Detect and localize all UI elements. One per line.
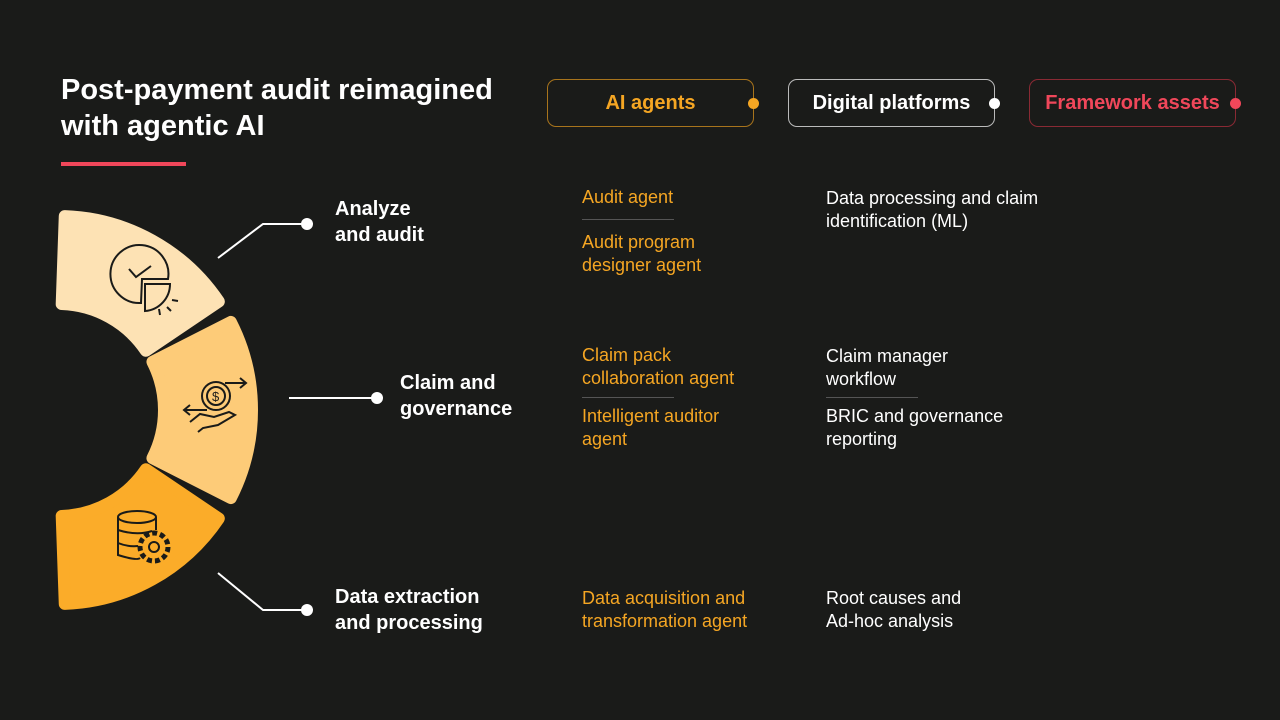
money-exchange-hand-icon: $	[182, 377, 248, 433]
connector-dot	[301, 218, 313, 230]
pie-chart-clock-icon	[109, 244, 179, 316]
stage-label-claim: Claim and governance	[400, 372, 513, 420]
connector-dot	[301, 604, 313, 616]
platform-item: Claim manager workflow	[826, 346, 949, 389]
svg-text:$: $	[212, 389, 220, 404]
legend-label: AI agents	[605, 91, 696, 114]
legend-dot	[989, 98, 1000, 109]
segment-data	[55, 463, 225, 610]
legend-framework-assets: Framework assets	[1029, 79, 1241, 127]
connector-line	[217, 223, 306, 259]
divider	[826, 397, 918, 398]
ai-agent-item: Audit agent	[582, 187, 674, 207]
platform-item: Root causes and Ad-hoc analysis	[826, 588, 962, 631]
stage-label-analyze: Analyze and audit	[335, 198, 424, 246]
ai-agent-item: Claim pack collaboration agent	[582, 345, 735, 388]
database-gear-icon	[117, 510, 171, 564]
legend-label: Framework assets	[1045, 91, 1220, 114]
title-underline	[61, 162, 186, 166]
ai-agent-item: Data acquisition and transformation agen…	[582, 588, 748, 631]
platform-item: Data processing and claim identification…	[826, 188, 1039, 231]
legend-label: Digital platforms	[812, 91, 971, 114]
divider	[582, 219, 674, 220]
platform-item: BRIC and governance reporting	[826, 406, 1004, 449]
legend-dot	[748, 98, 759, 109]
connector-line	[217, 572, 306, 611]
legend-ai-agents: AI agents	[547, 79, 759, 127]
ai-agent-item: Intelligent auditor agent	[582, 406, 720, 449]
legend-dot	[1230, 98, 1241, 109]
page-title: Post-payment audit reimagined with agent…	[61, 74, 493, 142]
segment-analyze	[55, 210, 225, 357]
divider	[582, 397, 674, 398]
ai-agent-item: Audit program designer agent	[582, 232, 702, 275]
stage-label-data: Data extraction and processing	[335, 586, 483, 634]
connector-dot	[371, 392, 383, 404]
legend-digital-platforms: Digital platforms	[788, 79, 1000, 127]
